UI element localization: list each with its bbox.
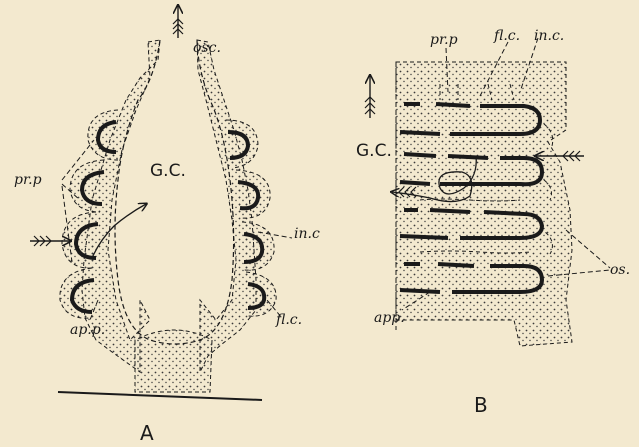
figure-b: pr.p fl.c. in.c. G.C. os. app. B (356, 28, 630, 417)
label-gc-a: G.C. (150, 161, 186, 181)
label-flc-b: fl.c. (493, 28, 520, 44)
label-prp-a: pr.p (14, 172, 42, 188)
label-app-a: ap.p. (70, 322, 105, 338)
label-os-b: os. (610, 262, 630, 278)
substrate-line (58, 392, 262, 400)
label-osc: osc. (193, 40, 221, 56)
caption-b: B (474, 393, 488, 417)
figure-a: osc. G.C. pr.p in.c fl.c. ap.p. A (14, 6, 320, 445)
label-inc-b: in.c. (534, 28, 564, 44)
label-prp-b: pr.p (430, 32, 458, 48)
label-app-b: app. (374, 310, 405, 326)
label-inc-a: in.c (294, 226, 320, 242)
label-gc-b: G.C. (356, 141, 392, 161)
label-flc-a: fl.c. (275, 312, 302, 328)
caption-a: A (140, 421, 154, 445)
